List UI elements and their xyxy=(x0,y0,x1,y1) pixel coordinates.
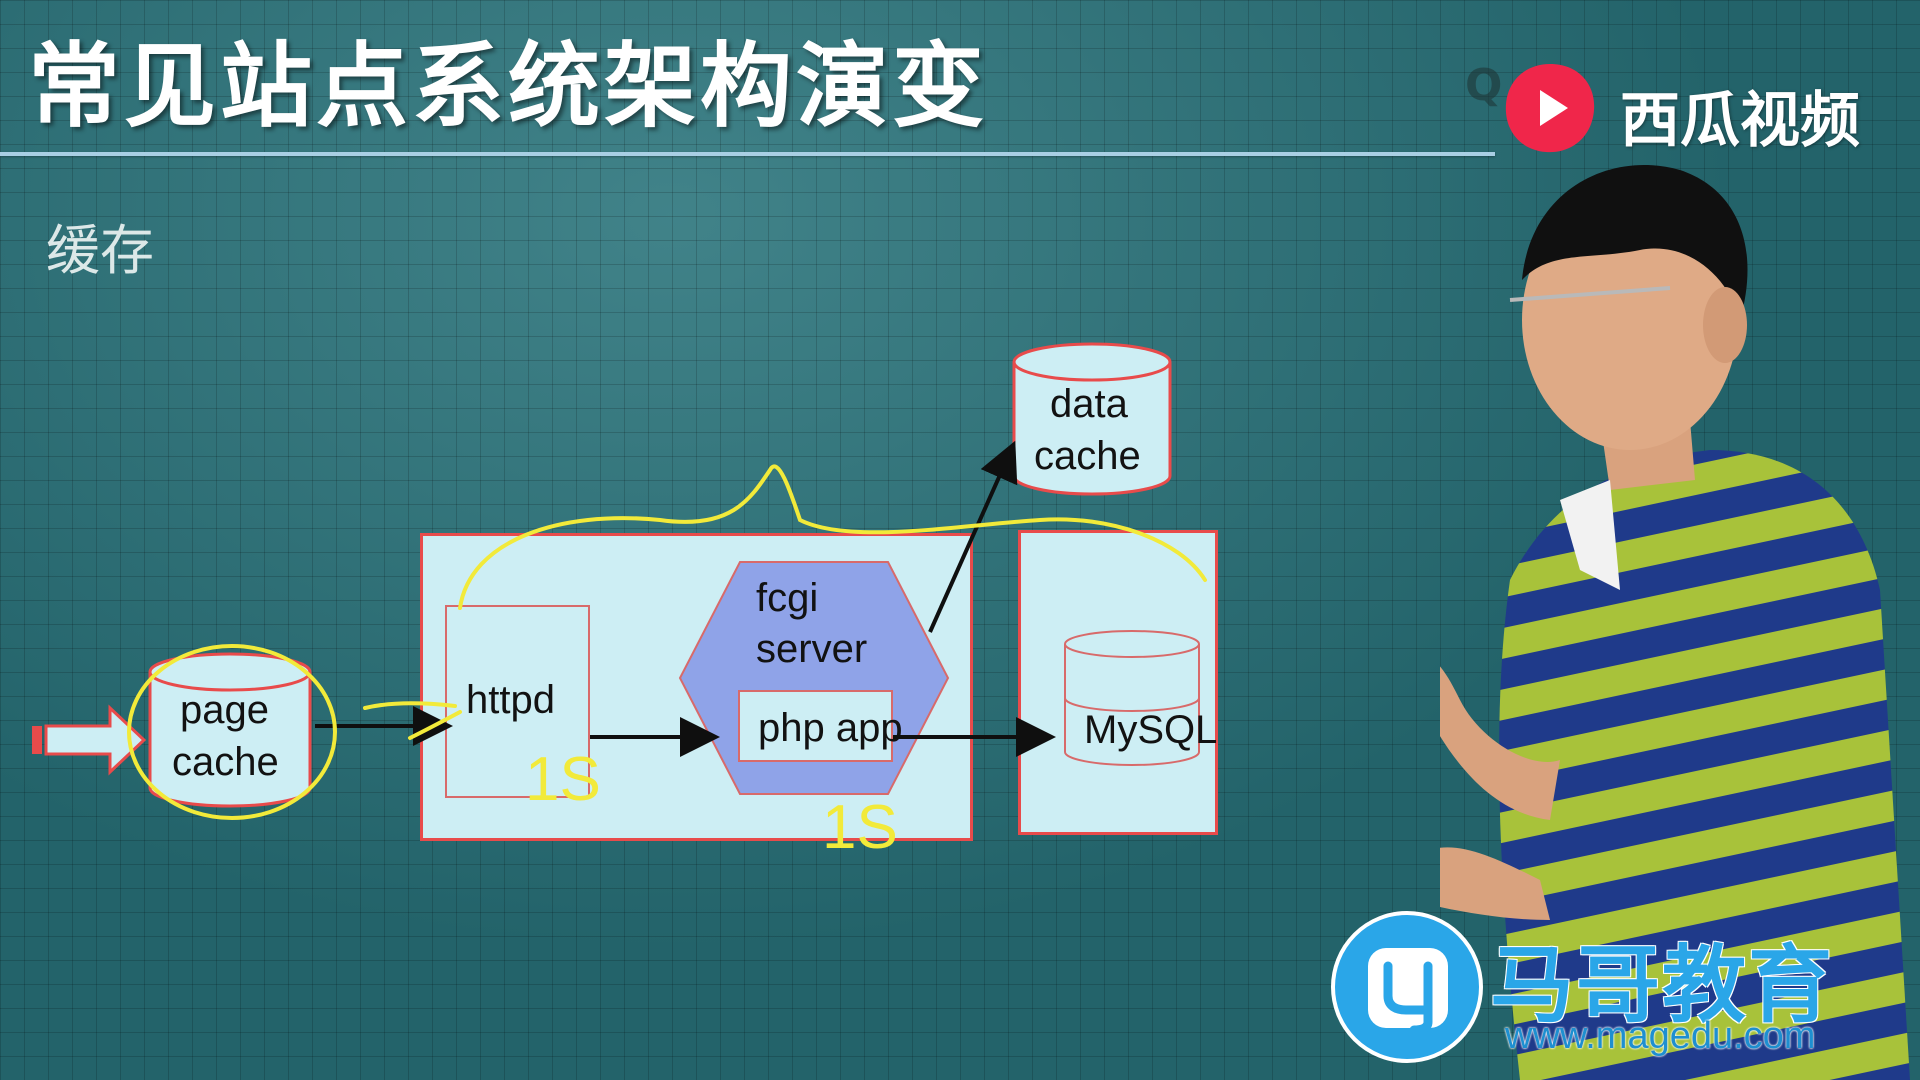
fcgi-label-line2: server xyxy=(756,627,868,671)
title-divider xyxy=(0,152,1495,156)
magedu-url: www.magedu.com xyxy=(1505,1015,1816,1057)
slide-title: 常见站点系统架构演变 xyxy=(28,32,989,140)
request-arrow-icon xyxy=(32,704,147,776)
data-cache-label-line2: cache xyxy=(1034,434,1141,478)
page-cache-label-line1: page xyxy=(180,688,269,732)
mysql-cylinder-icon xyxy=(1064,630,1200,766)
magedu-brand-name: 马哥教育 xyxy=(1490,936,1835,1034)
fcgi-label-line1: fcgi xyxy=(756,576,819,620)
background-faint-text: Q xyxy=(1465,60,1503,111)
httpd-label: httpd xyxy=(466,678,555,722)
httpd-box xyxy=(445,605,590,798)
data-cache-label-line1: data xyxy=(1050,382,1128,426)
page-cache-label-line2: cache xyxy=(172,740,279,784)
presenter-figure xyxy=(1440,164,1910,1080)
php-app-label: php app xyxy=(758,706,903,750)
video-platform-watermark: 西瓜视频 xyxy=(1620,86,1860,156)
magedu-logo-icon xyxy=(1331,911,1483,1063)
section-heading: 缓存 xyxy=(46,219,154,282)
mysql-label: MySQL xyxy=(1084,708,1218,752)
php-app-box xyxy=(738,690,893,762)
play-icon xyxy=(1505,64,1595,153)
data-cache-cylinder-icon xyxy=(1012,342,1172,496)
